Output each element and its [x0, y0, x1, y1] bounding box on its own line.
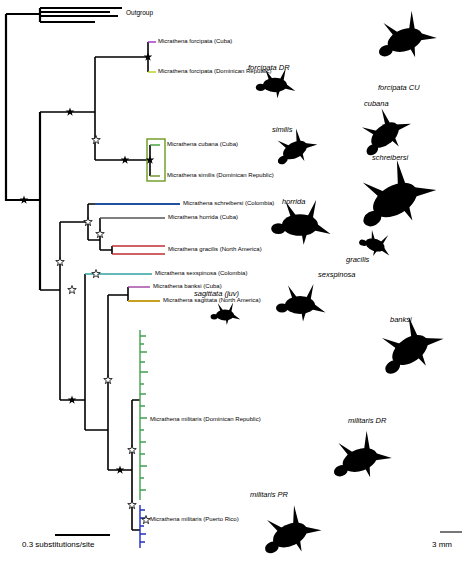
taxon-label: Micrathena militaris (Puerto Rico) [150, 516, 239, 522]
photo-label: militaris PR [250, 491, 288, 499]
photo-label: sagittata (juv) [194, 290, 239, 298]
taxon-label: Micrathena schreibersi (Colombia) [183, 200, 274, 206]
tree-branches [6, 8, 150, 530]
taxon-label: Micrathena gracilis (North America) [168, 246, 262, 252]
support-stars [20, 53, 155, 524]
photo-label: forcipata DR [248, 64, 290, 72]
spider-photos [207, 6, 453, 566]
photo-label: gracilis [346, 256, 369, 264]
taxon-label: Micrathena sexspinosa (Colombia) [155, 270, 247, 276]
photo-label: schreibersi [372, 154, 408, 162]
taxon-label: Micrathena horrida (Cuba) [168, 214, 238, 220]
photo-label: sexspinosa [318, 271, 356, 279]
scale-bars [55, 532, 462, 535]
photo-label: similis [272, 126, 292, 134]
taxon-label: Micrathena similis (Dominican Republic) [167, 172, 274, 178]
scale-label: 0.3 substitutions/site [22, 541, 94, 549]
taxon-label: Micrathena forcipata (Cuba) [158, 38, 232, 44]
photo-label: forcipata CU [378, 84, 420, 92]
photo-label: banksi [390, 316, 412, 324]
taxon-label: Micrathena cubana (Cuba) [167, 141, 238, 147]
taxon-label: Micrathena militaris (Dominican Republic… [150, 416, 261, 422]
photo-label: cubana [364, 100, 389, 108]
tip-branches [85, 42, 180, 548]
taxon-label: Micrathena sagittata (North America) [163, 297, 261, 303]
scale-label: 3 mm [432, 541, 452, 549]
taxon-label: Outgroup [126, 10, 153, 17]
photo-label: horrida [282, 198, 305, 206]
photo-label: militaris DR [348, 417, 386, 425]
taxon-label: Micrathena banksi (Cuba) [153, 283, 222, 289]
